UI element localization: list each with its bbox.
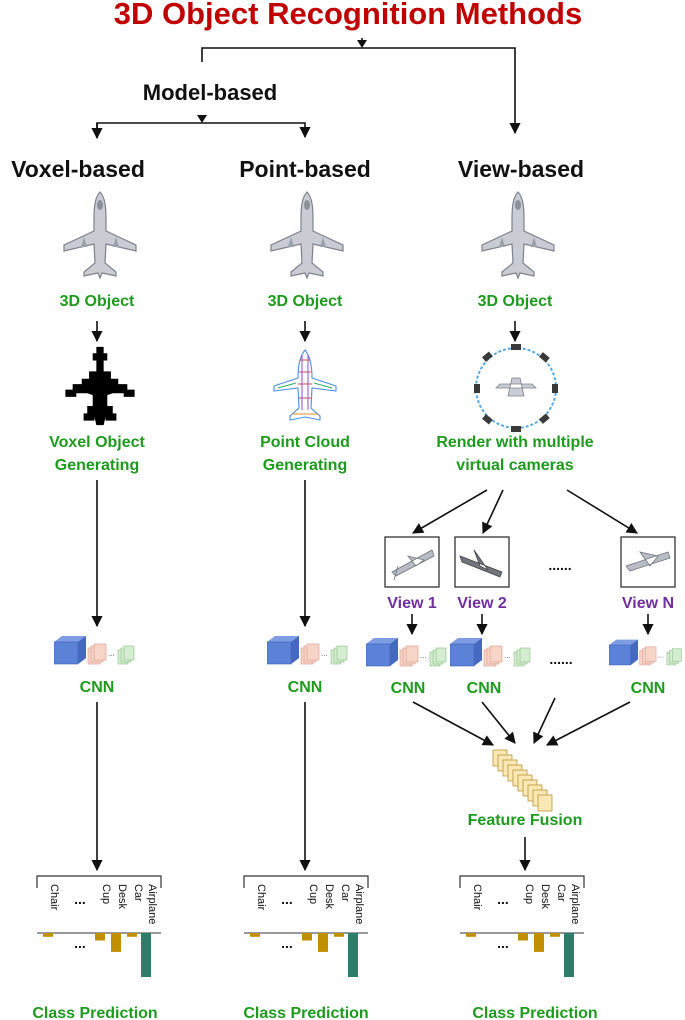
class-label-cup: Cup xyxy=(100,884,112,904)
score-bar-cup xyxy=(302,933,312,941)
feature-stack-icon xyxy=(492,749,553,812)
class-label-cup: Cup xyxy=(307,884,319,904)
prediction-bracket xyxy=(36,875,162,888)
class-label-desk: Desk xyxy=(116,884,128,910)
view-object-label: 3D Object xyxy=(478,293,553,310)
score-bar-chair xyxy=(43,933,53,937)
score-bar-airplane xyxy=(141,933,151,977)
voxel-cnn-icon xyxy=(54,636,135,665)
view-prediction-label: Class Prediction xyxy=(472,1005,597,1020)
voxel-cnn-label: CNN xyxy=(80,679,115,696)
voxel-airplane-icon-source xyxy=(63,191,137,279)
bar-ellipsis: ... xyxy=(281,935,293,951)
class-label-car: Car xyxy=(339,884,351,902)
cnn-ellipsis: ...... xyxy=(549,651,572,667)
camera-ring-icon xyxy=(474,344,558,432)
point-object-label: 3D Object xyxy=(268,293,343,310)
score-bar-car xyxy=(334,933,344,937)
voxel-object-label: 3D Object xyxy=(60,293,135,310)
view-2-label: View 2 xyxy=(457,595,507,612)
score-bar-desk xyxy=(534,933,544,952)
score-bar-car xyxy=(127,933,137,937)
class-label-airplane: Airplane xyxy=(569,884,581,924)
render-to-view-arrows xyxy=(412,489,638,535)
class-label-cup: Cup xyxy=(523,884,535,904)
render-label-2: virtual cameras xyxy=(456,457,574,474)
score-bar-chair xyxy=(250,933,260,937)
cnn-to-fusion-arrows xyxy=(412,697,631,746)
class-label-ellipsis: ... xyxy=(281,891,293,907)
generating-to-cnn-arrows xyxy=(91,480,311,628)
view-thumbnail-n xyxy=(620,536,676,588)
score-bar-airplane xyxy=(348,933,358,977)
voxel-generating-label-1: Voxel Object xyxy=(49,434,145,451)
class-label-car: Car xyxy=(132,884,144,902)
point-cnn-label: CNN xyxy=(288,679,323,696)
bar-ellipsis: ... xyxy=(74,935,86,951)
top-arrowhead xyxy=(357,40,367,48)
score-bar-cup xyxy=(95,933,105,941)
score-bar-car xyxy=(550,933,560,937)
view-1-label: View 1 xyxy=(387,595,437,612)
model-arrowhead xyxy=(197,115,207,123)
point-airplane-icon-source xyxy=(270,191,344,279)
view-airplane-icon-source xyxy=(481,191,555,279)
feature-fusion-label: Feature Fusion xyxy=(468,812,583,829)
score-bar-desk xyxy=(111,933,121,952)
class-label-ellipsis: ... xyxy=(497,891,509,907)
score-bar-cup xyxy=(518,933,528,941)
point-prediction-label: Class Prediction xyxy=(243,1005,368,1020)
point-generating-label-1: Point Cloud xyxy=(260,434,350,451)
view-2-cnn-label: CNN xyxy=(467,680,502,697)
render-label-1: Render with multiple xyxy=(436,434,593,451)
view-n-label: View N xyxy=(622,595,674,612)
prediction-bracket xyxy=(243,875,369,888)
view-to-cnn-arrows xyxy=(406,614,654,636)
view-1-cnn-label: CNN xyxy=(391,680,426,697)
cnn-to-prediction-arrows xyxy=(91,702,311,872)
class-label-airplane: Airplane xyxy=(146,884,158,924)
prediction-bracket xyxy=(459,875,585,888)
bar-ellipsis: ... xyxy=(497,935,509,951)
view-2-cnn-icon xyxy=(450,638,531,667)
point-generating-label-2: Generating xyxy=(263,457,347,474)
score-bar-chair xyxy=(466,933,476,937)
class-label-desk: Desk xyxy=(323,884,335,910)
voxel-based-heading: Voxel-based xyxy=(11,156,145,182)
view-n-cnn-icon xyxy=(609,639,682,666)
voxel-airplane-icon xyxy=(65,346,135,426)
view-1-cnn-icon xyxy=(366,638,447,667)
view-based-heading: View-based xyxy=(458,156,584,182)
class-label-airplane: Airplane xyxy=(353,884,365,924)
class-label-desk: Desk xyxy=(539,884,551,910)
model-based-heading: Model-based xyxy=(143,80,277,105)
point-based-heading: Point-based xyxy=(239,156,371,182)
point-cloud-airplane-icon xyxy=(273,349,337,421)
voxel-generating-label-2: Generating xyxy=(55,457,139,474)
class-label-chair: Chair xyxy=(471,884,483,911)
class-label-chair: Chair xyxy=(255,884,267,911)
class-label-car: Car xyxy=(555,884,567,902)
score-bar-desk xyxy=(318,933,328,952)
class-label-chair: Chair xyxy=(48,884,60,911)
model-branch-connector xyxy=(91,122,311,140)
view-thumbnail-2 xyxy=(454,536,510,588)
point-cnn-icon xyxy=(267,636,348,665)
view-thumbnail-1 xyxy=(384,536,440,588)
class-label-ellipsis: ... xyxy=(74,891,86,907)
views-ellipsis: ...... xyxy=(548,557,571,573)
score-bar-airplane xyxy=(564,933,574,977)
voxel-prediction-label: Class Prediction xyxy=(32,1005,157,1020)
object-arrows xyxy=(91,321,521,343)
diagram-title: 3D Object Recognition Methods xyxy=(114,0,582,31)
view-n-cnn-label: CNN xyxy=(631,680,666,697)
